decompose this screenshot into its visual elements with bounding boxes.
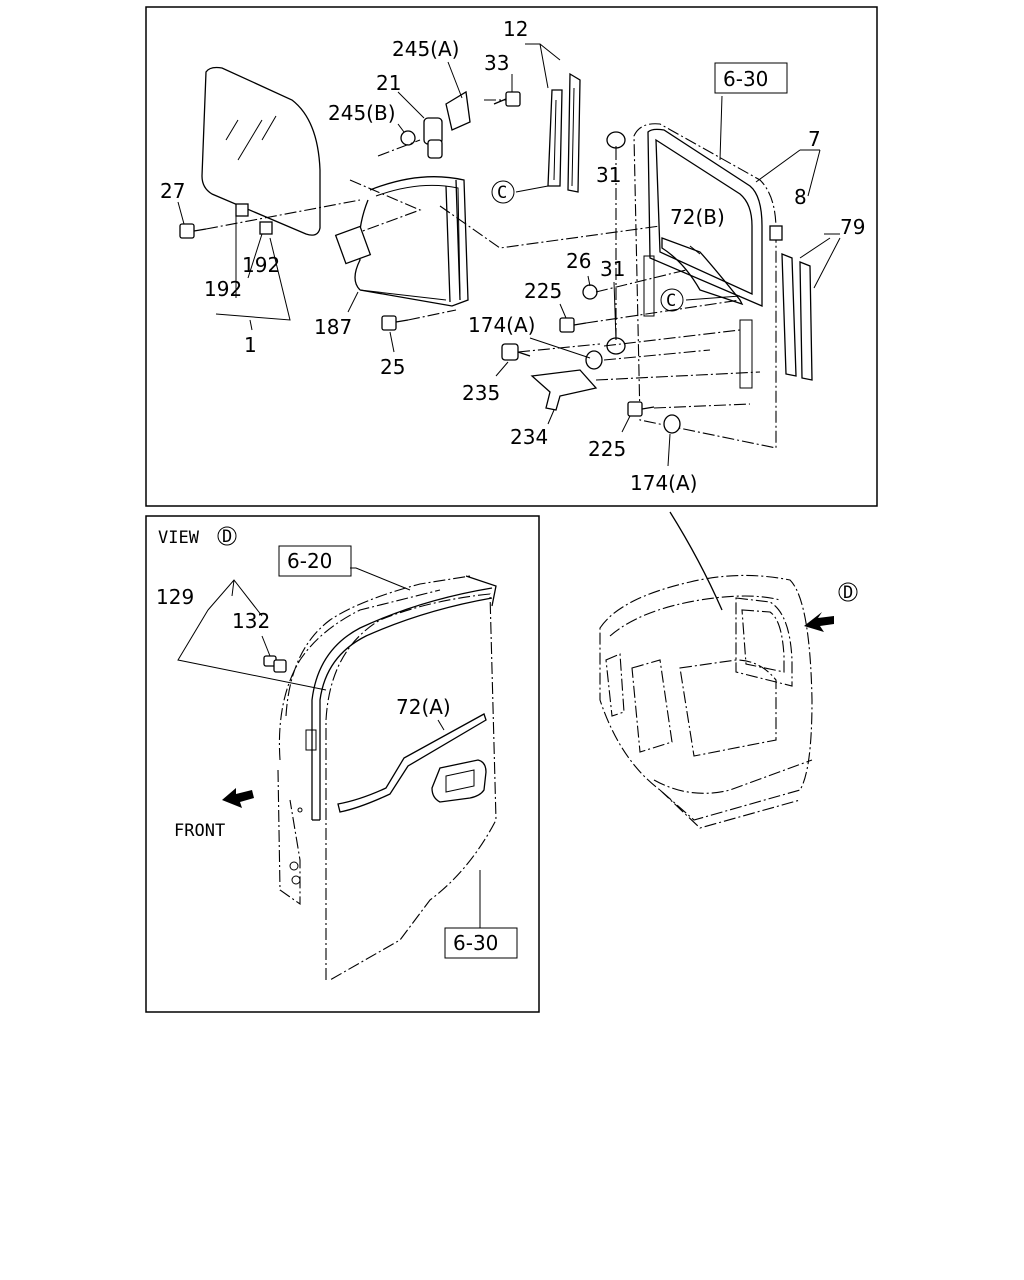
label-187: 187 xyxy=(314,315,352,339)
clip-192-a xyxy=(235,203,249,217)
cab-d-marker-text: D xyxy=(843,583,853,603)
glass-run-channel-12 xyxy=(547,72,581,193)
ref-620-text: 6-20 xyxy=(287,549,332,573)
door-panel xyxy=(633,123,777,449)
label-33: 33 xyxy=(484,51,509,75)
label-245a: 245(A) xyxy=(392,37,459,61)
bolt-225-lower xyxy=(627,401,655,417)
clip-192-b xyxy=(259,221,273,235)
label-132: 132 xyxy=(232,609,270,633)
label-25: 25 xyxy=(380,355,405,379)
c-marker-1 xyxy=(491,180,515,204)
cap-174a-lower xyxy=(663,414,681,434)
window-regulator xyxy=(334,176,469,307)
bolt-235 xyxy=(501,343,531,361)
label-72a: 72(A) xyxy=(396,695,451,719)
channel-79 xyxy=(781,253,813,381)
window-glass xyxy=(201,66,321,236)
bracket-234 xyxy=(530,369,598,411)
grommet-31-lower xyxy=(606,337,626,355)
top-panel-frame xyxy=(145,6,878,507)
ref-box-630-top xyxy=(714,62,788,94)
view-d-arrow xyxy=(804,612,834,632)
label-79: 79 xyxy=(840,215,865,239)
ref-box-630-view xyxy=(444,927,518,959)
view-leaders xyxy=(177,567,481,928)
cab-d-marker-circle xyxy=(838,582,858,602)
view-d-marker-circle xyxy=(217,526,237,546)
leader-lines xyxy=(177,43,841,467)
label-26: 26 xyxy=(566,249,591,273)
screw-27 xyxy=(179,223,207,239)
label-31-b: 31 xyxy=(600,257,625,281)
label-192-b: 192 xyxy=(242,253,280,277)
front-label: FRONT xyxy=(174,821,225,841)
bolt-25 xyxy=(381,315,409,331)
ref-630-view-text: 6-30 xyxy=(453,931,498,955)
bolt-33 xyxy=(493,91,521,107)
grommet-31-upper xyxy=(606,131,626,149)
c-marker-1-text: C xyxy=(497,183,507,203)
label-192-a: 192 xyxy=(204,277,242,301)
clip-132 xyxy=(263,655,287,673)
label-72b: 72(B) xyxy=(670,205,725,229)
label-8: 8 xyxy=(794,185,807,209)
nut-26 xyxy=(582,284,598,300)
label-21: 21 xyxy=(376,71,401,95)
label-245b: 245(B) xyxy=(328,101,396,125)
label-225-b: 225 xyxy=(588,437,626,461)
cap-174a-upper xyxy=(585,350,603,370)
clip-8 xyxy=(769,225,783,241)
view-d-door xyxy=(277,575,497,981)
label-7: 7 xyxy=(808,127,821,151)
label-12: 12 xyxy=(503,17,528,41)
label-31-a: 31 xyxy=(596,163,621,187)
bolt-225-upper xyxy=(559,317,587,333)
ref-630-top-text: 6-30 xyxy=(723,67,768,91)
label-235: 235 xyxy=(462,381,500,405)
front-arrow xyxy=(222,788,254,808)
label-225-a: 225 xyxy=(524,279,562,303)
view-panel-frame xyxy=(145,515,540,1013)
ref-box-620 xyxy=(278,545,352,577)
label-27: 27 xyxy=(160,179,185,203)
label-1: 1 xyxy=(244,333,257,357)
c-marker-2 xyxy=(660,288,684,312)
label-234: 234 xyxy=(510,425,548,449)
label-174a-a: 174(A) xyxy=(468,313,535,337)
view-d-marker-text: D xyxy=(222,527,232,547)
c-marker-2-text: C xyxy=(666,291,676,311)
window-motor xyxy=(400,90,471,159)
cab-illustration xyxy=(599,511,813,829)
view-title: VIEW xyxy=(158,528,200,548)
label-174a-b: 174(A) xyxy=(630,471,697,495)
label-129: 129 xyxy=(156,585,194,609)
